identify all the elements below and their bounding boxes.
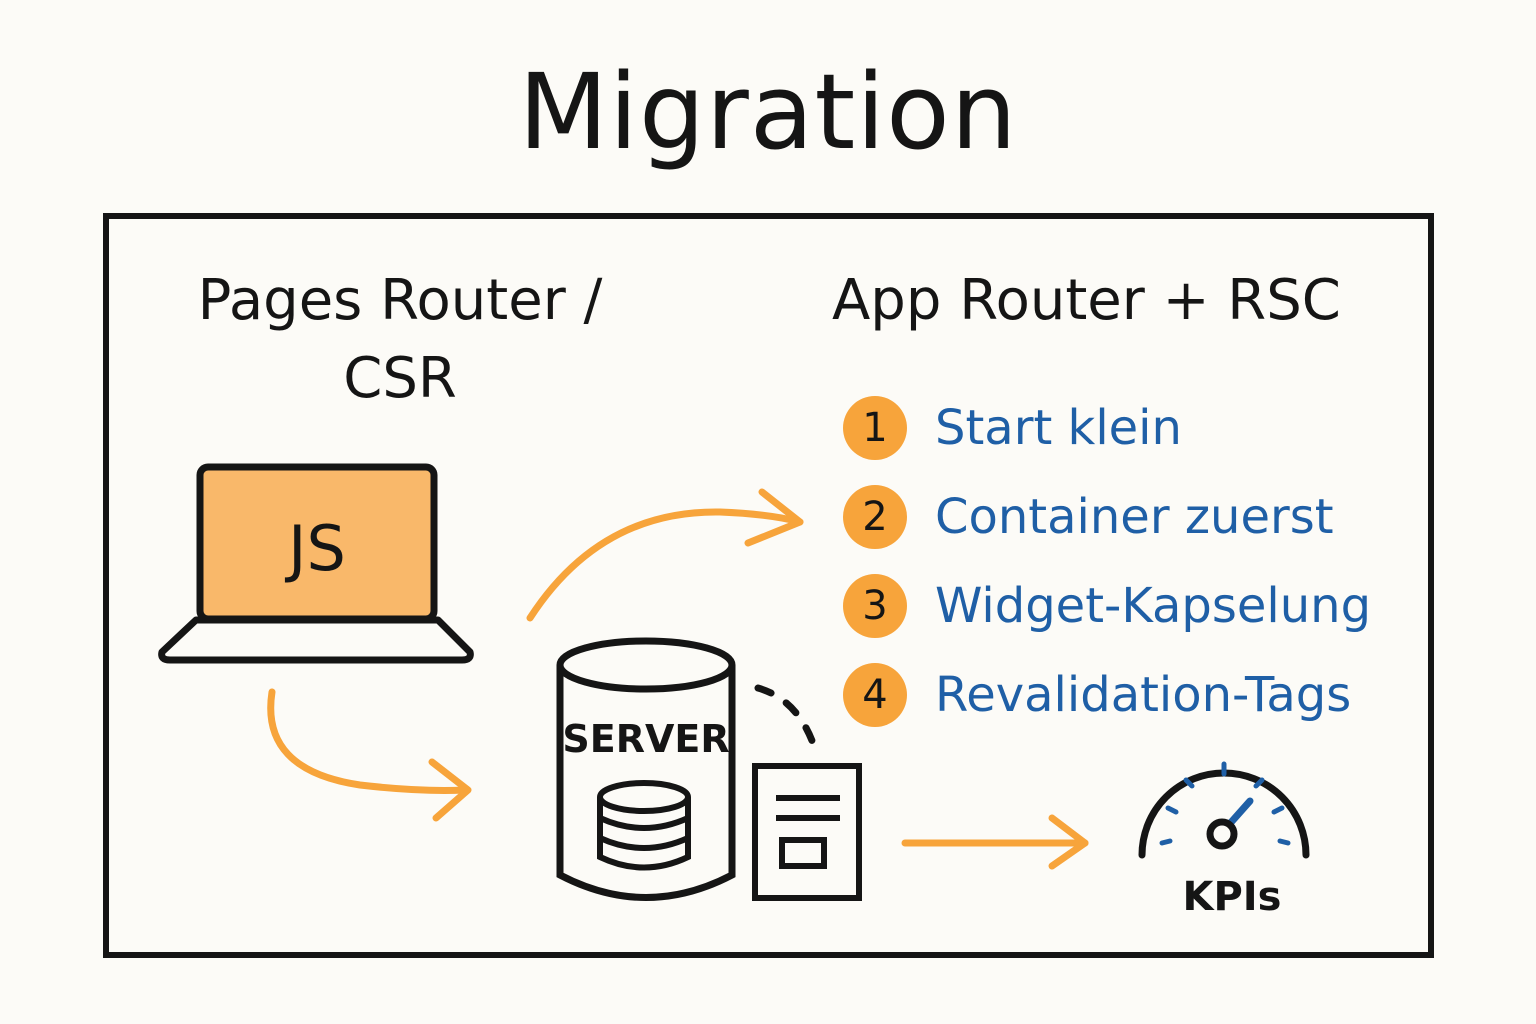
step-label: Container zuerst [935,488,1334,545]
server-icon: SERVER [556,637,736,901]
app-router-heading: App Router + RSC [832,268,1341,333]
laptop-icon: JS [158,463,474,664]
step-2: 2 Container zuerst [843,472,1371,561]
step-number-badge: 4 [843,662,907,727]
laptop-js-label: JS [284,512,346,585]
step-4: 4 Revalidation-Tags [843,650,1371,739]
step-label: Widget-Kapselung [935,577,1372,634]
gauge-icon: KPIs [1138,761,1310,920]
step-3: 3 Widget-Kapselung [843,561,1371,650]
step-1: 1 Start klein [843,383,1371,472]
step-label: Revalidation-Tags [935,666,1352,723]
arrow-icon [267,688,472,822]
pages-router-heading: Pages Router / CSR [197,268,603,411]
kpi-label: KPIs [1182,874,1281,920]
document-icon [752,763,862,901]
diagram-title: Migration [518,51,1018,173]
step-number-badge: 3 [843,573,907,638]
diagram-frame [103,213,1434,958]
dotted-connector [754,684,820,756]
arrow-icon [901,814,1089,870]
database-icon [597,780,691,871]
migration-steps: 1 Start klein 2 Container zuerst 3 Widge… [843,383,1371,739]
arrow-icon [526,488,804,622]
step-label: Start klein [935,399,1182,456]
step-number-badge: 2 [843,484,907,549]
step-number-badge: 1 [843,395,907,460]
server-label: SERVER [562,717,729,761]
